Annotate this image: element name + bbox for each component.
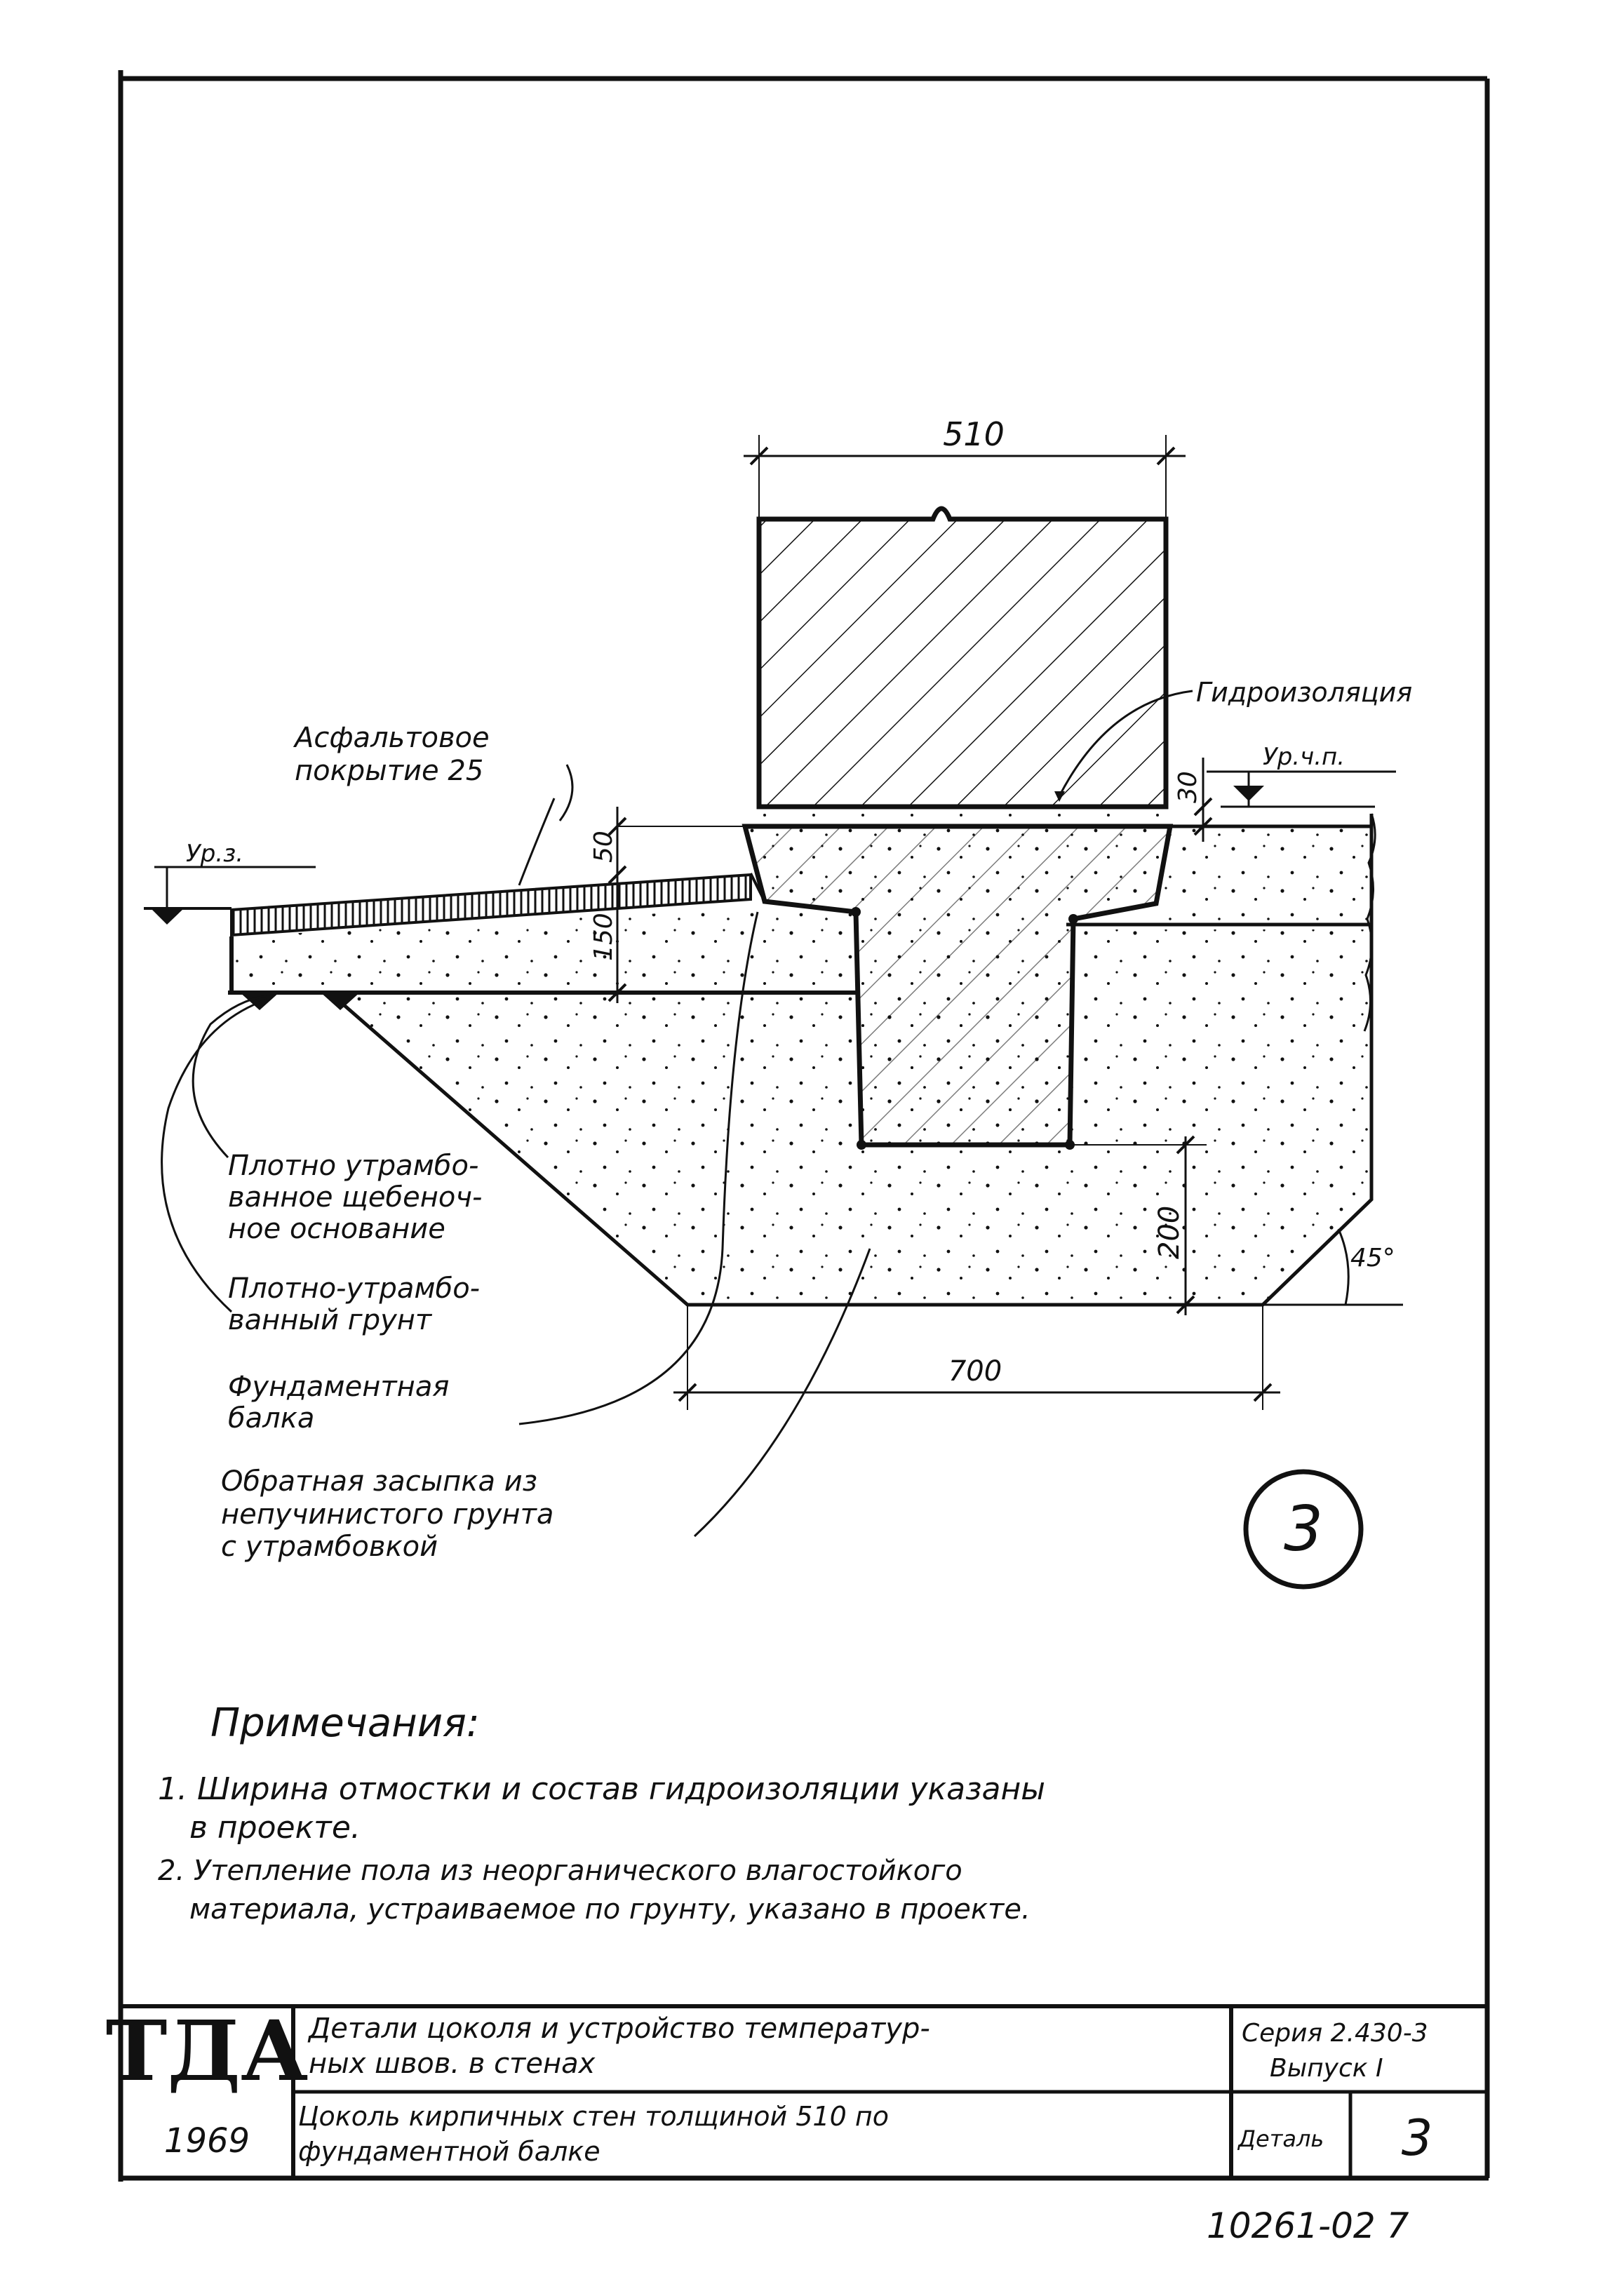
subtitle-line-2: фундаментной балке	[298, 2136, 600, 2167]
note-1-line-2: в проекте.	[189, 1810, 361, 1846]
dim-150: 150	[589, 913, 618, 961]
subtitle-line-1: Цоколь кирпичных стен толщиной 510 по	[298, 2101, 889, 2132]
dim-50: 50	[589, 831, 618, 863]
hydro-label: Гидроизоляция	[1196, 677, 1412, 708]
series-line-1: Серия 2.430-3	[1242, 2019, 1428, 2048]
foundation-beam	[741, 824, 1174, 1150]
backfill-label-1: Обратная засыпка из	[221, 1465, 537, 1498]
series-line-2: Выпуск I	[1270, 2054, 1383, 2083]
asphalt-label-1: Асфальтовое	[293, 722, 490, 754]
title-line-2: ных швов. в стенах	[309, 2048, 596, 2080]
note-1-line-1: 1. Ширина отмостки и состав гидроизоляци…	[158, 1771, 1045, 1807]
sheet-code: 10261-02 7	[1207, 2205, 1409, 2246]
detail-value: 3	[1402, 2109, 1433, 2167]
gravel-label-1: Плотно утрамбо-	[228, 1150, 478, 1182]
notes-title: Примечания:	[210, 1700, 480, 1746]
title-block	[119, 2004, 1489, 2178]
beam-label-1: Фундаментная	[228, 1371, 449, 1403]
dim-200: 200	[1153, 1206, 1186, 1259]
soil-label-1: Плотно-утрамбо-	[228, 1272, 480, 1305]
backfill-label-2: непучинистого грунта	[221, 1498, 553, 1531]
angle-45: 45°	[1350, 1244, 1395, 1272]
gravel-label-3: ное основание	[228, 1213, 445, 1245]
level-floor-label: Ур.ч.п.	[1263, 743, 1345, 771]
dim-30: 30	[1174, 771, 1202, 803]
detail-mark-circle	[1243, 1469, 1364, 1590]
leader-lines	[161, 690, 1193, 1538]
backfill-label-3: с утрамбовкой	[221, 1531, 438, 1563]
dimension-lines	[608, 435, 1403, 1410]
soil-label-2: ванный грунт	[228, 1304, 433, 1336]
brick-wall	[756, 506, 1169, 826]
year: 1969	[164, 2121, 250, 2161]
beam-label-2: балка	[228, 1402, 314, 1435]
sheet-frame	[118, 70, 1490, 2182]
logo: ТДА	[106, 2002, 309, 2100]
floor-slab	[1066, 824, 1371, 927]
detail-label: Деталь	[1237, 2125, 1324, 2152]
asphalt-label-2: покрытие 25	[295, 755, 483, 787]
level-ground-label: Ур.з.	[186, 840, 243, 868]
title-line-1: Детали цоколя и устройство температур-	[307, 2013, 930, 2045]
level-marks	[144, 770, 1396, 1010]
note-2-line-2: материала, устраиваемое по грунту, указа…	[189, 1893, 1031, 1926]
gravel-label-2: ванное щебеноч-	[228, 1181, 482, 1214]
wall-width-dim: 510	[943, 415, 1005, 453]
dim-700: 700	[948, 1355, 1002, 1388]
detail-number: 3	[1284, 1493, 1323, 1565]
note-2-line-1: 2. Утепление пола из неорганического вла…	[158, 1855, 962, 1887]
